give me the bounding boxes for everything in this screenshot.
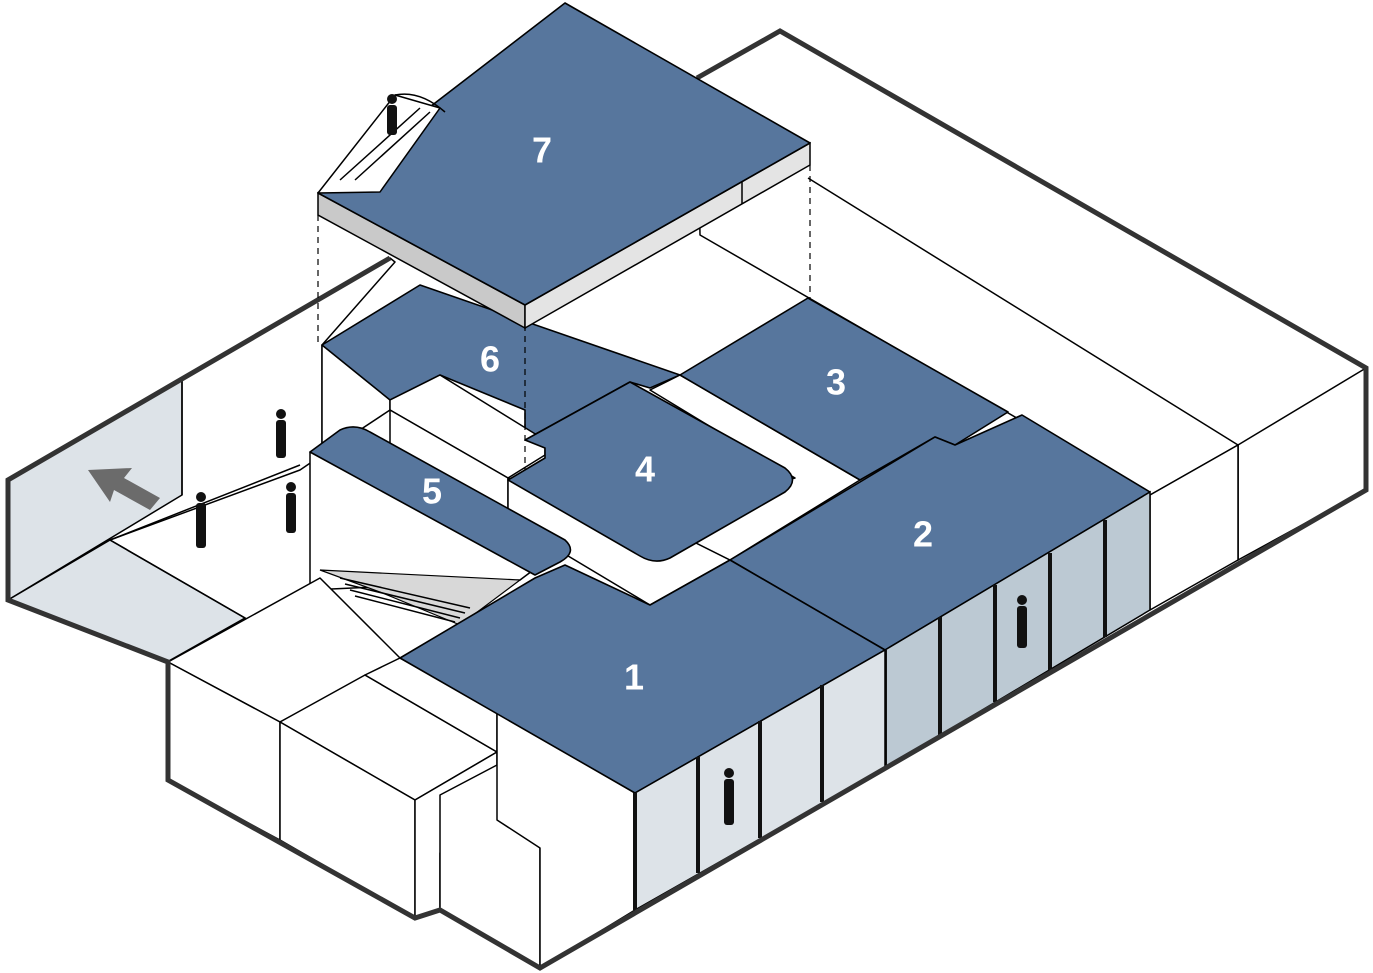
people bbox=[196, 94, 1027, 825]
person-icon bbox=[387, 94, 397, 135]
entrance-wing bbox=[6, 257, 396, 663]
zone-4[interactable] bbox=[507, 381, 794, 562]
zone-3-label: 3 bbox=[826, 362, 846, 403]
zone-7-slab: 7 bbox=[317, 2, 811, 470]
zone-4-label: 4 bbox=[635, 449, 655, 490]
person-icon bbox=[286, 482, 296, 533]
person-icon bbox=[276, 409, 286, 458]
zone-1-label: 1 bbox=[624, 657, 644, 698]
person-icon bbox=[1017, 595, 1027, 648]
escalator-icon bbox=[317, 93, 446, 194]
person-icon bbox=[724, 768, 734, 825]
entrance-arrow-icon bbox=[88, 468, 160, 510]
zone-7-label: 7 bbox=[532, 130, 552, 171]
zone-4-block: 4 bbox=[507, 381, 794, 562]
zone-5[interactable] bbox=[309, 426, 572, 576]
zone-7[interactable] bbox=[317, 2, 811, 306]
zone-5-label: 5 bbox=[422, 471, 442, 512]
zone-5-block: 5 bbox=[309, 426, 572, 626]
zone-6-label: 6 bbox=[480, 339, 500, 380]
zone-1-block: 1 bbox=[399, 559, 886, 912]
front-white-boxes bbox=[167, 577, 636, 969]
person-icon bbox=[196, 492, 206, 548]
building-outline bbox=[5, 28, 1369, 971]
zone-2-label: 2 bbox=[913, 514, 933, 555]
